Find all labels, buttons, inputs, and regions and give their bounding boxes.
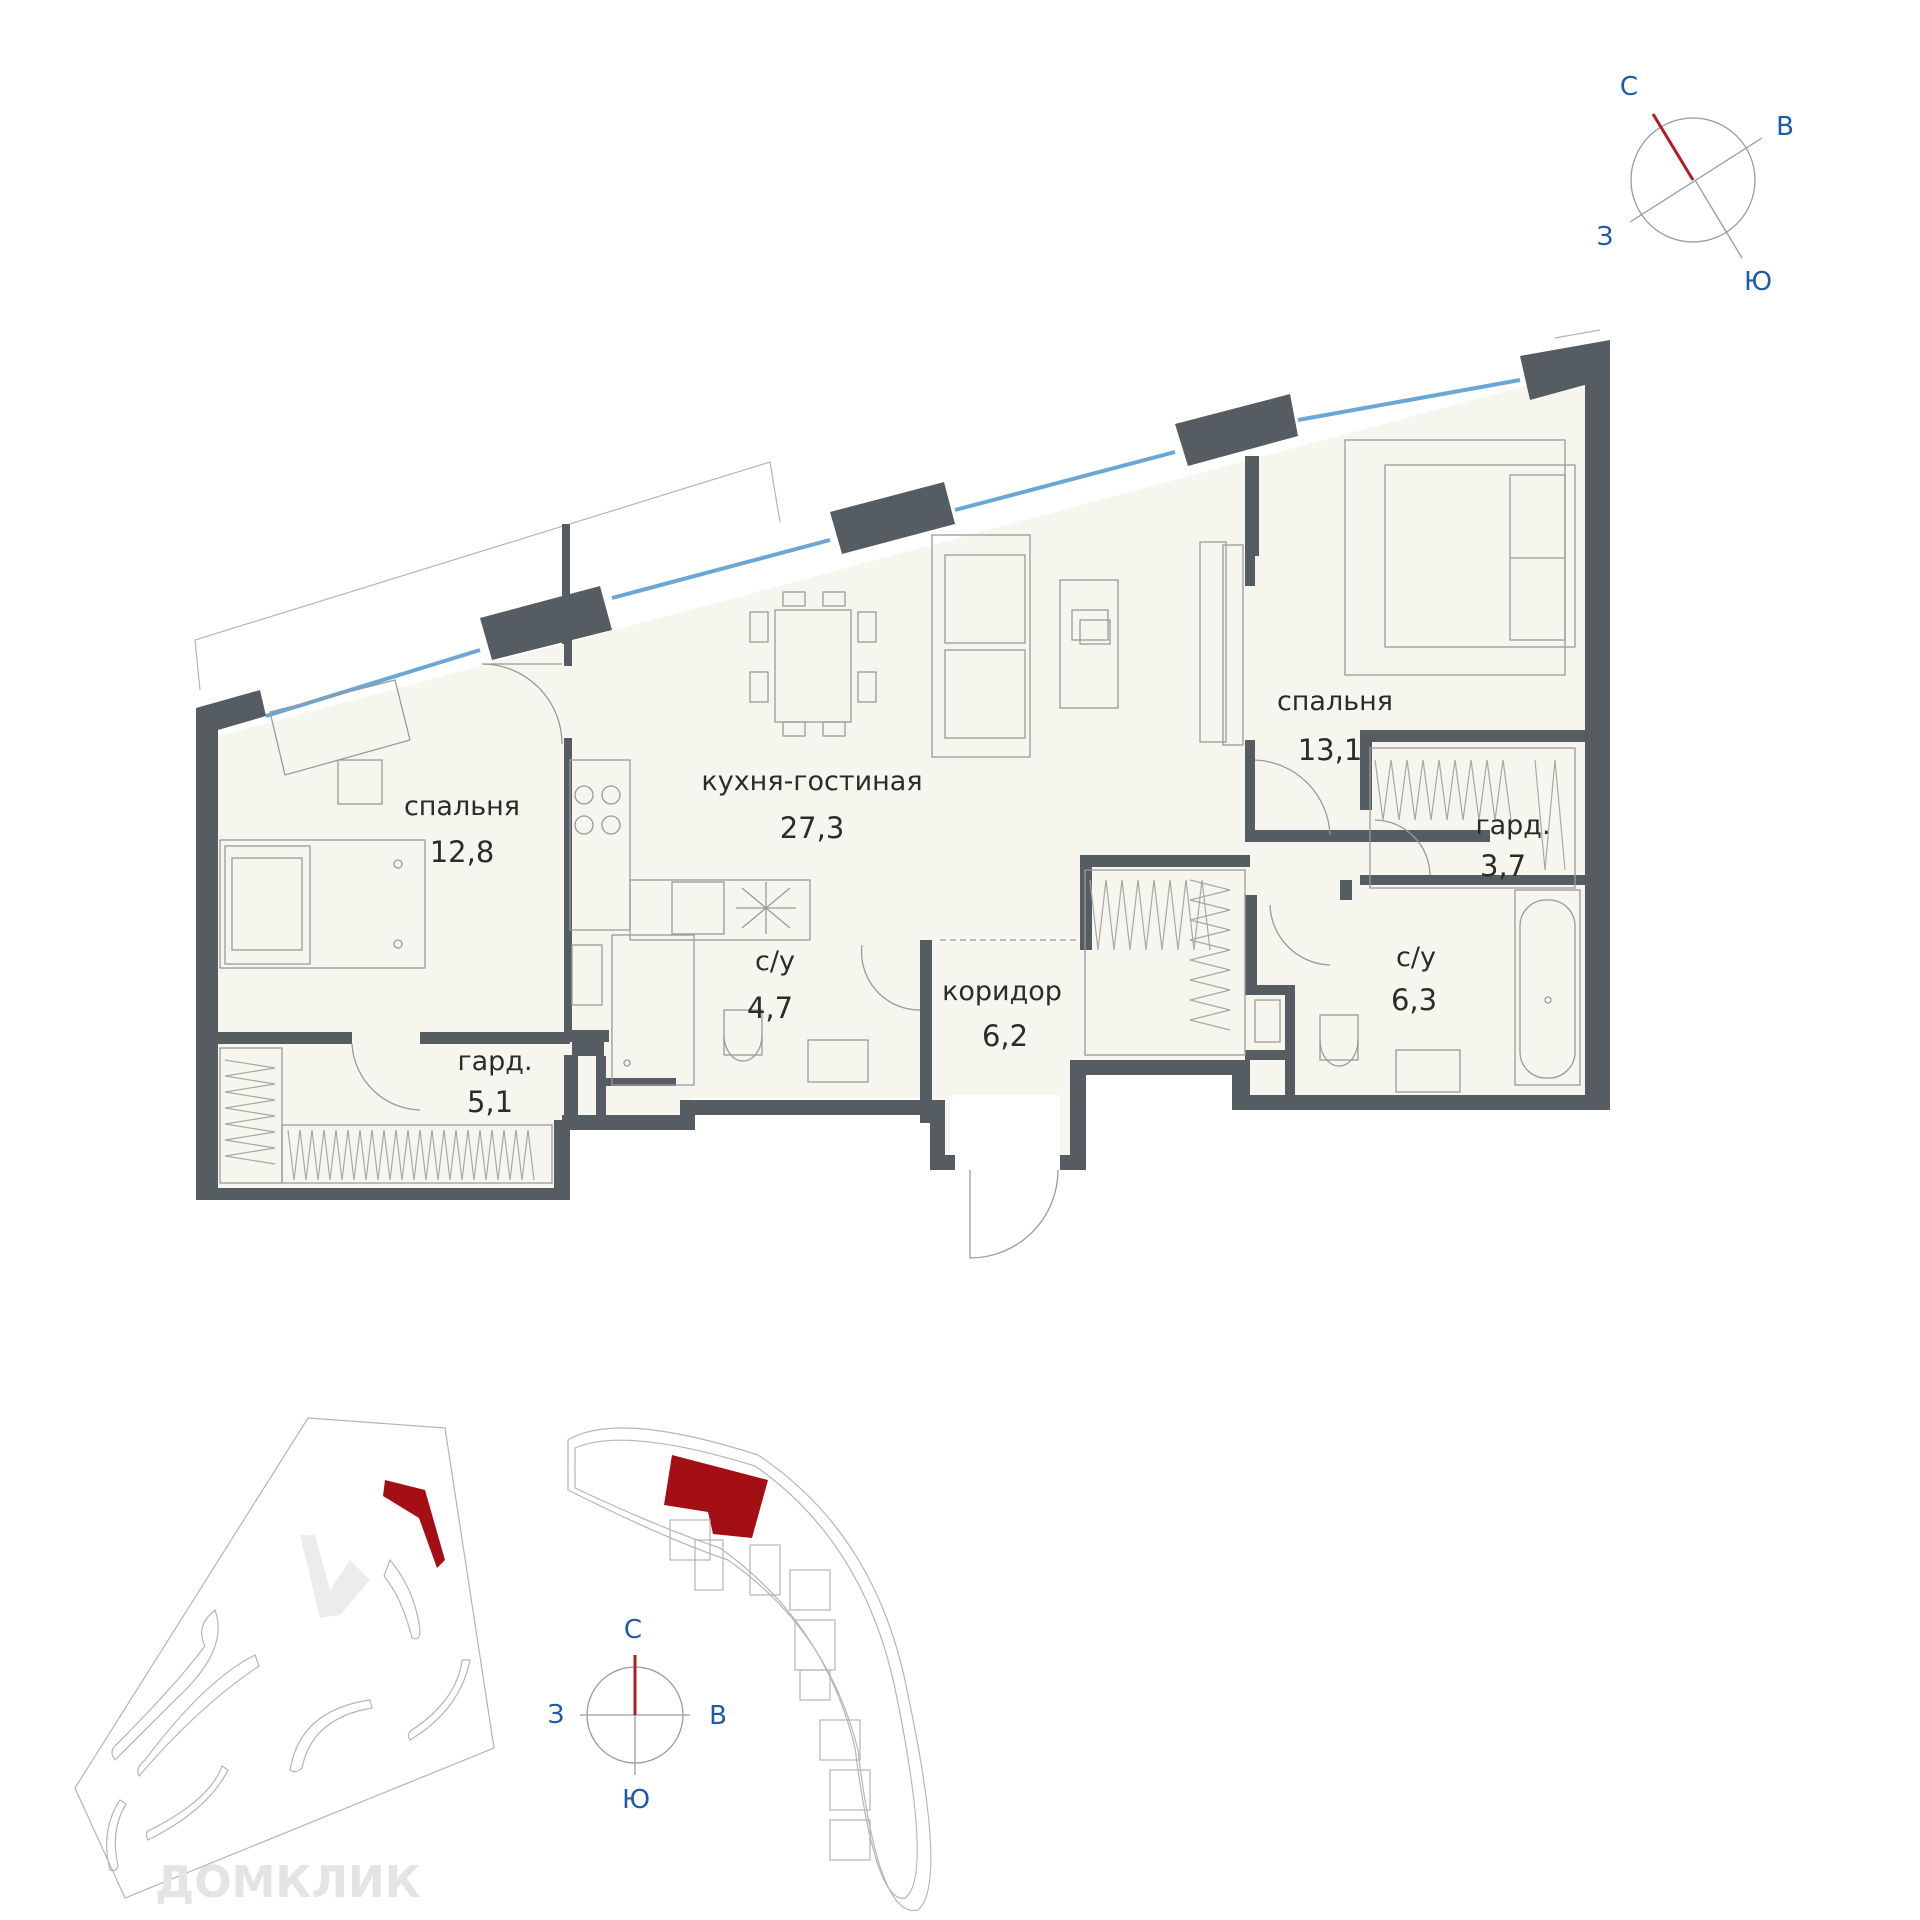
site-plan-highlight — [383, 1480, 445, 1568]
room-name-bedroom-right: спальня — [1277, 686, 1393, 717]
doors — [351, 663, 1431, 1259]
balcony-outline — [194, 329, 1601, 691]
room-area-bathroom-right: 6,3 — [1391, 983, 1437, 1017]
compass-main-needle — [1651, 113, 1695, 181]
room-area-bedroom-right: 13,1 — [1298, 733, 1363, 767]
room-area-corridor: 6,2 — [982, 1019, 1028, 1053]
room-name-bedroom-left: спальня — [404, 791, 520, 822]
room-area-wardrobe-right: 3,7 — [1480, 849, 1526, 883]
compass-main-south: Ю — [1744, 267, 1772, 297]
building-plan-highlight — [664, 1455, 768, 1538]
floor-plan: спальня 12,8 кухня-гостиная 27,3 спальня… — [194, 329, 1610, 1259]
windows — [265, 378, 1521, 718]
room-name-wardrobe-right: гард. — [1475, 810, 1550, 841]
exterior-walls — [196, 340, 1610, 1200]
left-bedroom-furniture — [219, 679, 426, 969]
watermark: ДОМКЛИК — [155, 1857, 421, 1908]
wardrobe-fills — [219, 747, 1576, 1184]
room-area-bathroom-left: 4,7 — [747, 991, 793, 1025]
interior-walls — [212, 456, 1585, 1125]
room-area-bedroom-left: 12,8 — [430, 835, 495, 869]
bathroom-fixtures — [571, 889, 1581, 1093]
compass-small-east: В — [709, 1701, 727, 1731]
compass-main-east: В — [1776, 112, 1794, 142]
room-name-bathroom-right: с/у — [1396, 942, 1436, 973]
compass-small-south: Ю — [622, 1785, 650, 1815]
kitchen-living-furniture — [569, 534, 1227, 941]
room-area-wardrobe-left: 5,1 — [467, 1085, 513, 1119]
room-name-wardrobe-left: гард. — [457, 1046, 532, 1077]
room-name-bathroom-left: с/у — [755, 946, 795, 977]
compass-main-west: З — [1597, 222, 1614, 252]
right-bedroom-furniture — [1222, 439, 1576, 746]
building-plan — [567, 1427, 932, 1912]
room-name-corridor: коридор — [942, 976, 1062, 1007]
compass-main-north: С — [1620, 72, 1638, 102]
room-labels: спальня 12,8 кухня-гостиная 27,3 спальня… — [404, 686, 1551, 1119]
room-area-kitchen-living: 27,3 — [780, 811, 845, 845]
compass-small-west: З — [548, 1700, 565, 1730]
compass-small-north: С — [624, 1615, 642, 1645]
room-name-kitchen-living: кухня-гостиная — [701, 766, 922, 797]
site-plan: ДОМКЛИК — [74, 1417, 495, 1908]
compass-small: С В Ю З — [548, 1615, 727, 1815]
compass-main: С В Ю З — [1597, 72, 1794, 297]
